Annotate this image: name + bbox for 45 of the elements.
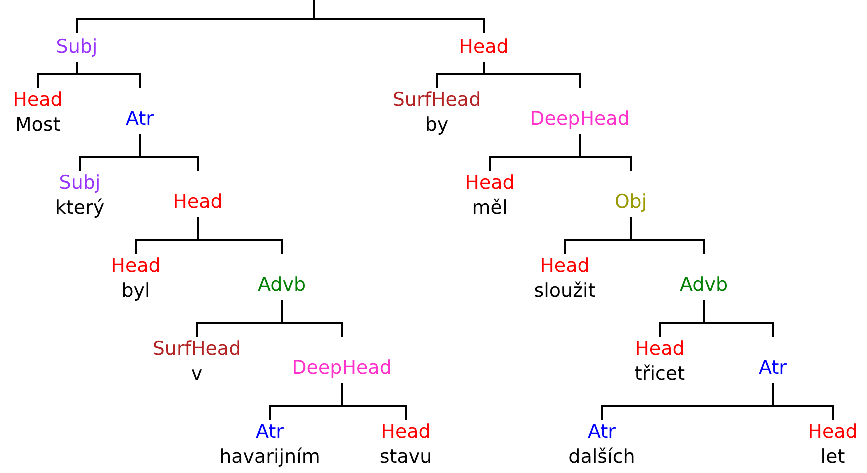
role-label: Atr (126, 107, 154, 132)
role-label: Atr (759, 356, 787, 381)
tree-branch (630, 217, 705, 254)
role-label: Advb (680, 273, 728, 298)
role-label: Obj (614, 190, 648, 215)
role-label: Head (635, 337, 685, 362)
role-label: Head (381, 420, 431, 445)
word-label: měl (472, 196, 508, 221)
tree-branch (341, 383, 407, 420)
tree-branch (579, 134, 632, 171)
word-label: který (55, 196, 105, 221)
tree-branch (76, 62, 141, 88)
tree-branch (483, 62, 581, 88)
role-label: Head (540, 254, 590, 279)
tree-branch (313, 0, 485, 33)
role-label: DeepHead (530, 107, 630, 132)
word-label: let (820, 445, 846, 470)
role-label: Head (111, 254, 161, 279)
tree-branch (139, 134, 199, 171)
role-label: Head (459, 35, 509, 60)
role-label: Head (173, 190, 223, 215)
role-label: Atr (256, 420, 284, 445)
tree-branch (197, 217, 283, 254)
word-label: dalších (568, 445, 636, 470)
role-label: Head (808, 420, 858, 445)
role-label: Subj (59, 171, 101, 196)
role-label: Advb (258, 273, 306, 298)
word-label: Most (15, 113, 61, 138)
role-label: Atr (588, 420, 616, 445)
word-label: třicet (634, 362, 686, 387)
word-label: byl (122, 279, 150, 304)
word-label: by (425, 113, 449, 138)
role-label: SurfHead (152, 337, 242, 362)
word-label: havarijním (220, 445, 320, 470)
tree-branch (703, 300, 774, 337)
role-label: SurfHead (392, 88, 482, 113)
word-label: v (191, 362, 203, 387)
tree-branch (281, 300, 343, 337)
role-label: DeepHead (292, 356, 392, 381)
tree-branch (772, 383, 834, 420)
role-label: Head (465, 171, 515, 196)
role-label: Head (13, 88, 63, 113)
word-label: sloužit (534, 279, 596, 304)
word-label: stavu (380, 445, 432, 470)
role-label: Subj (56, 35, 98, 60)
